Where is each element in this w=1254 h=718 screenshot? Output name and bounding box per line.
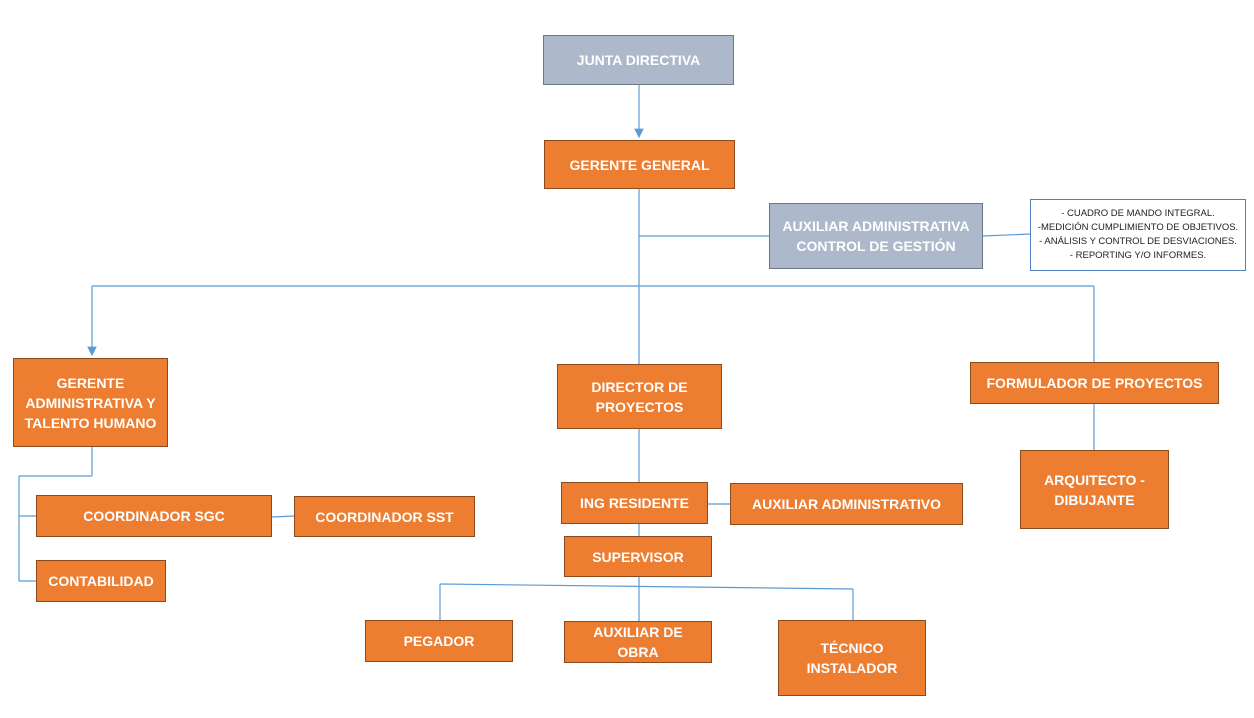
connector-workers-horizontal — [439, 583, 854, 590]
note-line: -MEDICIÓN CUMPLIMIENTO DE OBJETIVOS. — [1037, 222, 1239, 233]
connector-sgc-sst — [271, 515, 295, 518]
node-auxiliar-control-gestion: AUXILIAR ADMINISTRATIVA CONTROL DE GESTI… — [769, 203, 983, 269]
note-line: - CUADRO DE MANDO INTEGRAL. — [1061, 208, 1215, 219]
node-auxiliar-administrativo: AUXILIAR ADMINISTRATIVO — [730, 483, 963, 525]
node-tecnico-instalador: TÉCNICO INSTALADOR — [778, 620, 926, 696]
note-control-gestion: - CUADRO DE MANDO INTEGRAL. -MEDICIÓN CU… — [1030, 199, 1246, 271]
connector-auxiliar-note — [982, 233, 1031, 237]
node-coordinador-sgc: COORDINADOR SGC — [36, 495, 272, 537]
node-gerente-administrativa: GERENTE ADMINISTRATIVA Y TALENTO HUMANO — [13, 358, 168, 447]
node-contabilidad: CONTABILIDAD — [36, 560, 166, 602]
node-junta-directiva: JUNTA DIRECTIVA — [543, 35, 734, 85]
node-auxiliar-obra: AUXILIAR DE OBRA — [564, 621, 712, 663]
note-line: - ANÁLISIS Y CONTROL DE DESVIACIONES. — [1039, 236, 1237, 247]
node-supervisor: SUPERVISOR — [564, 536, 712, 577]
node-formulador-proyectos: FORMULADOR DE PROYECTOS — [970, 362, 1219, 404]
node-coordinador-sst: COORDINADOR SST — [294, 496, 475, 537]
note-line: - REPORTING Y/O INFORMES. — [1069, 250, 1207, 261]
node-director-proyectos: DIRECTOR DE PROYECTOS — [557, 364, 722, 429]
node-pegador: PEGADOR — [365, 620, 513, 662]
node-gerente-general: GERENTE GENERAL — [544, 140, 735, 189]
node-arquitecto-dibujante: ARQUITECTO - DIBUJANTE — [1020, 450, 1169, 529]
node-ing-residente: ING RESIDENTE — [561, 482, 708, 524]
